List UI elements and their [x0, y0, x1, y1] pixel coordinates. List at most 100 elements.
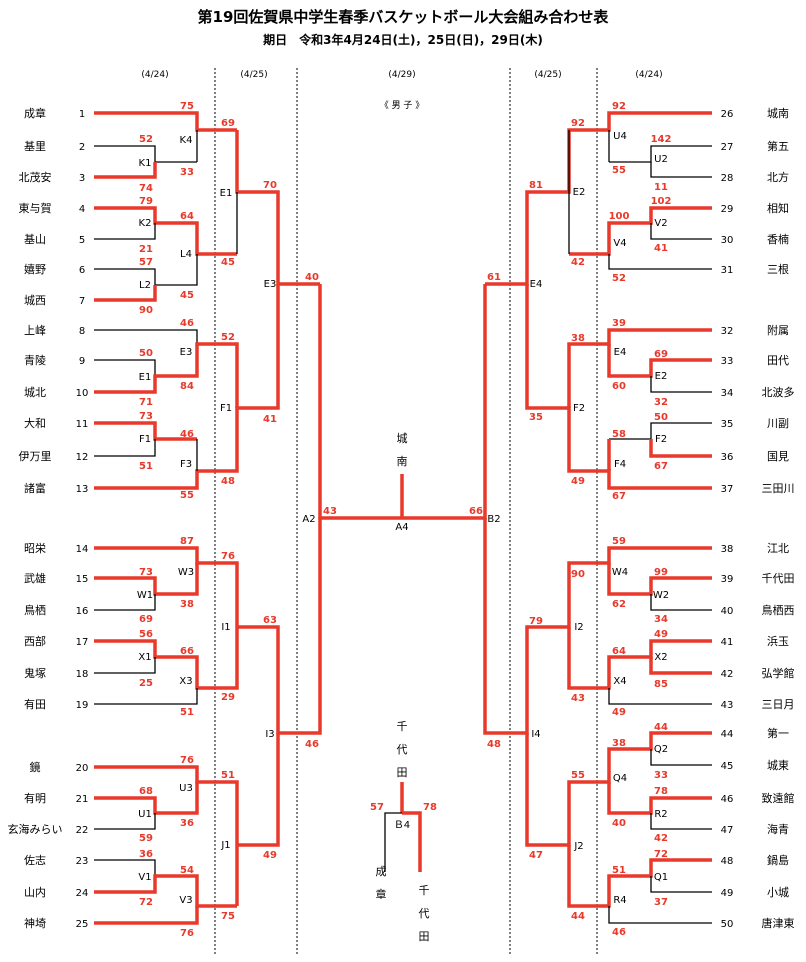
- score-w1c: 69: [139, 614, 153, 625]
- team-number: 13: [76, 484, 89, 495]
- match-code-U1: U1: [138, 809, 152, 820]
- score-k2a: 79: [139, 196, 153, 207]
- team-name: 浜玉: [767, 635, 789, 648]
- team-number: 1: [79, 109, 85, 120]
- team-number: 28: [721, 173, 734, 184]
- match-code-B2: B2: [487, 514, 500, 525]
- score-v4b: 42: [571, 257, 585, 268]
- score-e3b: 46: [180, 318, 194, 329]
- score-u1b: 36: [180, 818, 194, 829]
- score-f1a: 73: [139, 411, 153, 422]
- score-e4: 61: [487, 272, 501, 283]
- match-code-F1b: F1: [139, 434, 151, 445]
- team-name: 神埼: [24, 916, 46, 930]
- bracket-line: [128, 145, 197, 163]
- vertical-char: 代: [397, 743, 408, 756]
- team-number: 47: [721, 825, 734, 836]
- match-code-K2: K2: [139, 218, 152, 229]
- score-q2a: 38: [612, 738, 626, 749]
- team-number: 29: [721, 204, 734, 215]
- match-code-F4: F4: [614, 459, 626, 470]
- score-b4a: 57: [370, 802, 384, 813]
- vertical-char: 代: [419, 907, 430, 920]
- team-number: 48: [721, 856, 734, 867]
- team-name: 鬼塚: [24, 666, 46, 680]
- score-k1a: 52: [139, 134, 153, 145]
- match-code-V2: V2: [654, 218, 667, 229]
- winner-line: [94, 111, 237, 132]
- score-k4a: 75: [180, 101, 194, 112]
- score-u2a: 142: [651, 134, 672, 145]
- team-name: 香楠: [767, 232, 789, 246]
- team-number: 6: [79, 265, 85, 276]
- score-r4b: 44: [571, 911, 585, 922]
- score-f2b: 58: [612, 429, 626, 440]
- team-name: 玄海みらい: [8, 822, 63, 836]
- team-name: 致遠館: [762, 791, 795, 805]
- bracket-line: [94, 594, 156, 611]
- team-number: 3: [79, 173, 85, 184]
- winner-line: [235, 130, 320, 286]
- team-number: 2: [79, 142, 85, 153]
- bracket-line: [650, 162, 712, 178]
- match-code-E1a: E1: [220, 188, 233, 199]
- team-number: 17: [76, 637, 89, 648]
- bracket-line: [609, 145, 712, 163]
- score-q4b: 55: [571, 770, 585, 781]
- winner-line: [94, 906, 199, 925]
- team-number: 5: [79, 235, 85, 246]
- team-name: 川副: [767, 417, 789, 430]
- bracket-line: [608, 254, 712, 270]
- team-name: 北方: [767, 170, 789, 184]
- team-name: 千代田: [762, 572, 795, 585]
- third-winner-top-label: 千代田: [397, 720, 408, 779]
- bracket-line: [94, 813, 156, 830]
- winner-line: [485, 111, 712, 286]
- winner-line: [94, 284, 280, 490]
- third-winner-label: 千代田: [419, 884, 430, 943]
- team-name: 鳥栖: [24, 603, 46, 617]
- score-v4a: 100: [609, 211, 630, 222]
- team-name: 嬉野: [24, 262, 46, 276]
- date-center: (4/29): [388, 70, 415, 80]
- team-name: 西部: [24, 634, 46, 648]
- team-name: 伊万里: [19, 450, 52, 463]
- team-number: 36: [721, 452, 734, 463]
- team-name: 弘学館: [762, 666, 795, 680]
- score-e2c: 69: [654, 349, 668, 360]
- match-code-U2: U2: [654, 154, 668, 165]
- bracket-line: [650, 813, 712, 830]
- champion-label: 城南: [397, 432, 408, 468]
- match-code-F3: F3: [180, 459, 192, 470]
- vertical-char: 南: [397, 455, 408, 468]
- score-e4a: 39: [612, 318, 626, 329]
- team-name: 海青: [767, 822, 789, 836]
- winner-line: [649, 439, 712, 458]
- score-k4b: 69: [221, 118, 235, 129]
- team-name: 昭栄: [24, 541, 46, 555]
- team-number: 15: [76, 574, 89, 585]
- team-number: 7: [79, 296, 85, 307]
- team-number: 40: [721, 606, 734, 617]
- winner-line: [94, 206, 237, 256]
- match-code-I3: I3: [265, 729, 274, 740]
- vertical-char: 章: [376, 887, 387, 901]
- team-name: 鍋島: [767, 853, 789, 867]
- score-u4b: 55: [612, 165, 626, 176]
- winner-line: [567, 328, 712, 408]
- team-name: 基山: [24, 233, 46, 246]
- bracket-line: [94, 439, 156, 457]
- score-k4c: 33: [180, 167, 194, 178]
- team-name: 城南: [767, 107, 789, 120]
- team-number: 31: [721, 265, 734, 276]
- match-code-X2: X2: [654, 652, 667, 663]
- vertical-char: 城: [397, 432, 408, 445]
- bracket-line: [94, 859, 156, 876]
- winner-line: [402, 811, 422, 872]
- team-name: 唐津東: [762, 916, 795, 930]
- team-name: 第一: [767, 726, 789, 740]
- score-x3a: 66: [180, 646, 194, 657]
- team-number: 20: [76, 763, 89, 774]
- winner-line: [94, 546, 239, 627]
- match-code-E3b: E3: [264, 279, 277, 290]
